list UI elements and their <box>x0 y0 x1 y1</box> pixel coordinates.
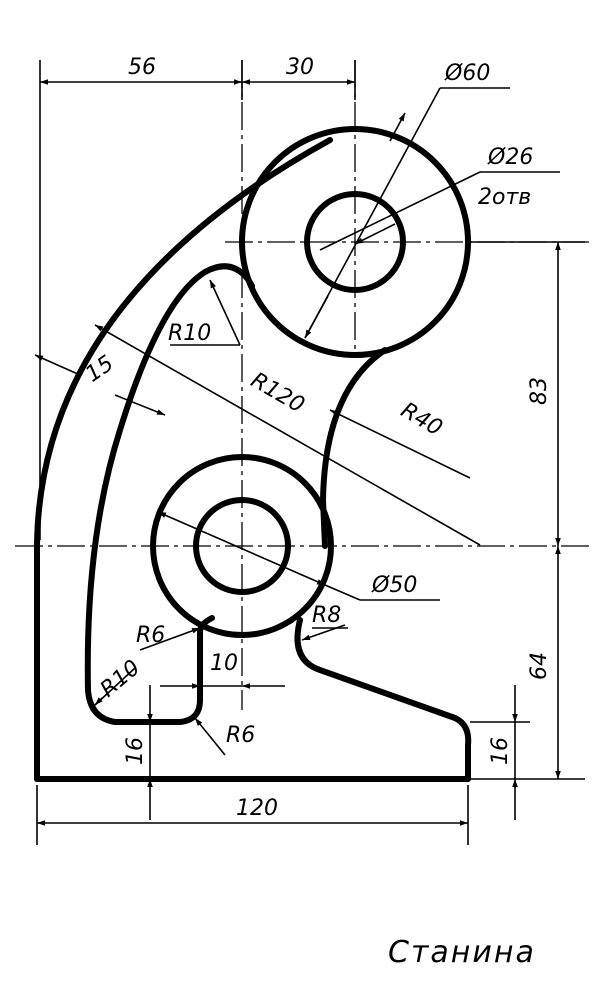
drawing-title: Станина <box>388 935 536 970</box>
dim-dia60: Ø60 <box>444 61 490 86</box>
dim-56: 56 <box>128 55 156 80</box>
dim-r6-bottom: R6 <box>226 723 255 748</box>
part-outline <box>34 126 472 782</box>
dim-16-right: 16 <box>488 737 513 765</box>
dim-r120: R120 <box>246 368 308 418</box>
dim-r10-top: R10 <box>168 321 211 346</box>
dim-10: 10 <box>210 651 238 676</box>
dim-30: 30 <box>286 55 314 80</box>
dim-16-left: 16 <box>123 737 148 765</box>
dim-120: 120 <box>236 796 278 821</box>
dim-holes: 2отв <box>478 185 531 210</box>
dim-64: 64 <box>527 652 552 680</box>
dim-r40: R40 <box>396 398 446 441</box>
dimension-labels: 56 30 Ø60 Ø26 2отв R10 15 R120 R40 83 Ø5… <box>81 55 552 821</box>
dim-dia26: Ø26 <box>487 145 533 170</box>
dim-r8: R8 <box>312 603 341 628</box>
dim-83: 83 <box>527 377 552 405</box>
dim-r10-bottom: R10 <box>96 655 145 702</box>
dim-dia50: Ø50 <box>371 573 417 598</box>
dimension-lines <box>34 60 585 845</box>
dim-r6-left: R6 <box>136 623 165 648</box>
